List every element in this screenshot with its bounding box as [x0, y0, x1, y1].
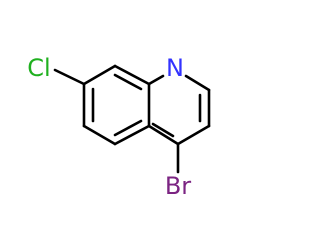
bond-c8-c7	[82, 64, 117, 86]
bond-c4-c4a-double	[151, 122, 175, 138]
bond-c4-c4a	[147, 124, 180, 146]
bond-c7-cl	[53, 68, 86, 86]
chlorine-atom-label: Cl	[27, 54, 50, 82]
bond-c8a-c8-double	[113, 73, 143, 91]
bond-n1-c2	[184, 74, 211, 92]
bond-c8a-n1	[147, 74, 165, 86]
bond-c3-c4	[176, 124, 211, 146]
bromine-atom-label: Br	[165, 172, 191, 200]
bond-c5-c4a	[113, 124, 151, 146]
bond-c5-c4a-double	[113, 119, 143, 137]
bond-c8a-c8	[113, 64, 151, 86]
nitrogen-atom-label: N	[166, 54, 184, 82]
bond-c6-c5	[82, 124, 117, 146]
quinoline-structure-diagram: N Cl Br	[27, 54, 211, 200]
